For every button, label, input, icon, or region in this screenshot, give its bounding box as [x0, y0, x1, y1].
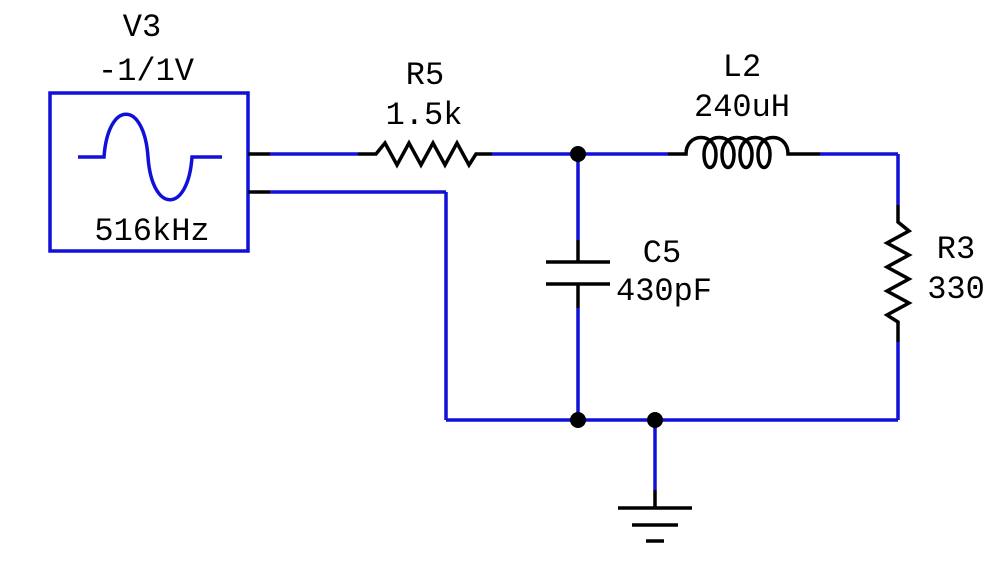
resistor-r5-symbol — [358, 139, 492, 169]
wires — [270, 152, 900, 490]
r5-ref-label: R5 — [406, 57, 444, 94]
l2-value-label: 240uH — [694, 89, 790, 126]
sine-wave-icon — [78, 112, 222, 202]
capacitor-c5[interactable] — [546, 240, 610, 308]
junction-node-bottom-left — [570, 412, 586, 428]
ground-icon — [618, 490, 692, 543]
r5-value-label: 1.5k — [386, 97, 463, 134]
inductor-l2-symbol — [668, 135, 820, 170]
resistor-r3-symbol — [883, 205, 913, 342]
inductor-l2[interactable] — [668, 135, 820, 170]
l2-ref-label: L2 — [723, 49, 761, 86]
junction-node-ground — [647, 412, 663, 428]
c5-ref-label: C5 — [643, 235, 681, 272]
source-frequency-label: 516kHz — [94, 213, 209, 250]
resistor-r3[interactable] — [883, 205, 913, 342]
voltage-source-v3[interactable] — [48, 91, 250, 253]
resistor-r5[interactable] — [358, 139, 492, 169]
source-box — [48, 91, 250, 253]
source-ref-label: V3 — [123, 9, 161, 46]
r3-ref-label: R3 — [937, 231, 975, 268]
r3-value-label: 330 — [927, 271, 985, 308]
junction-node-top — [570, 146, 586, 162]
c5-value-label: 430pF — [616, 273, 712, 310]
source-amplitude-label: -1/1V — [98, 53, 195, 90]
